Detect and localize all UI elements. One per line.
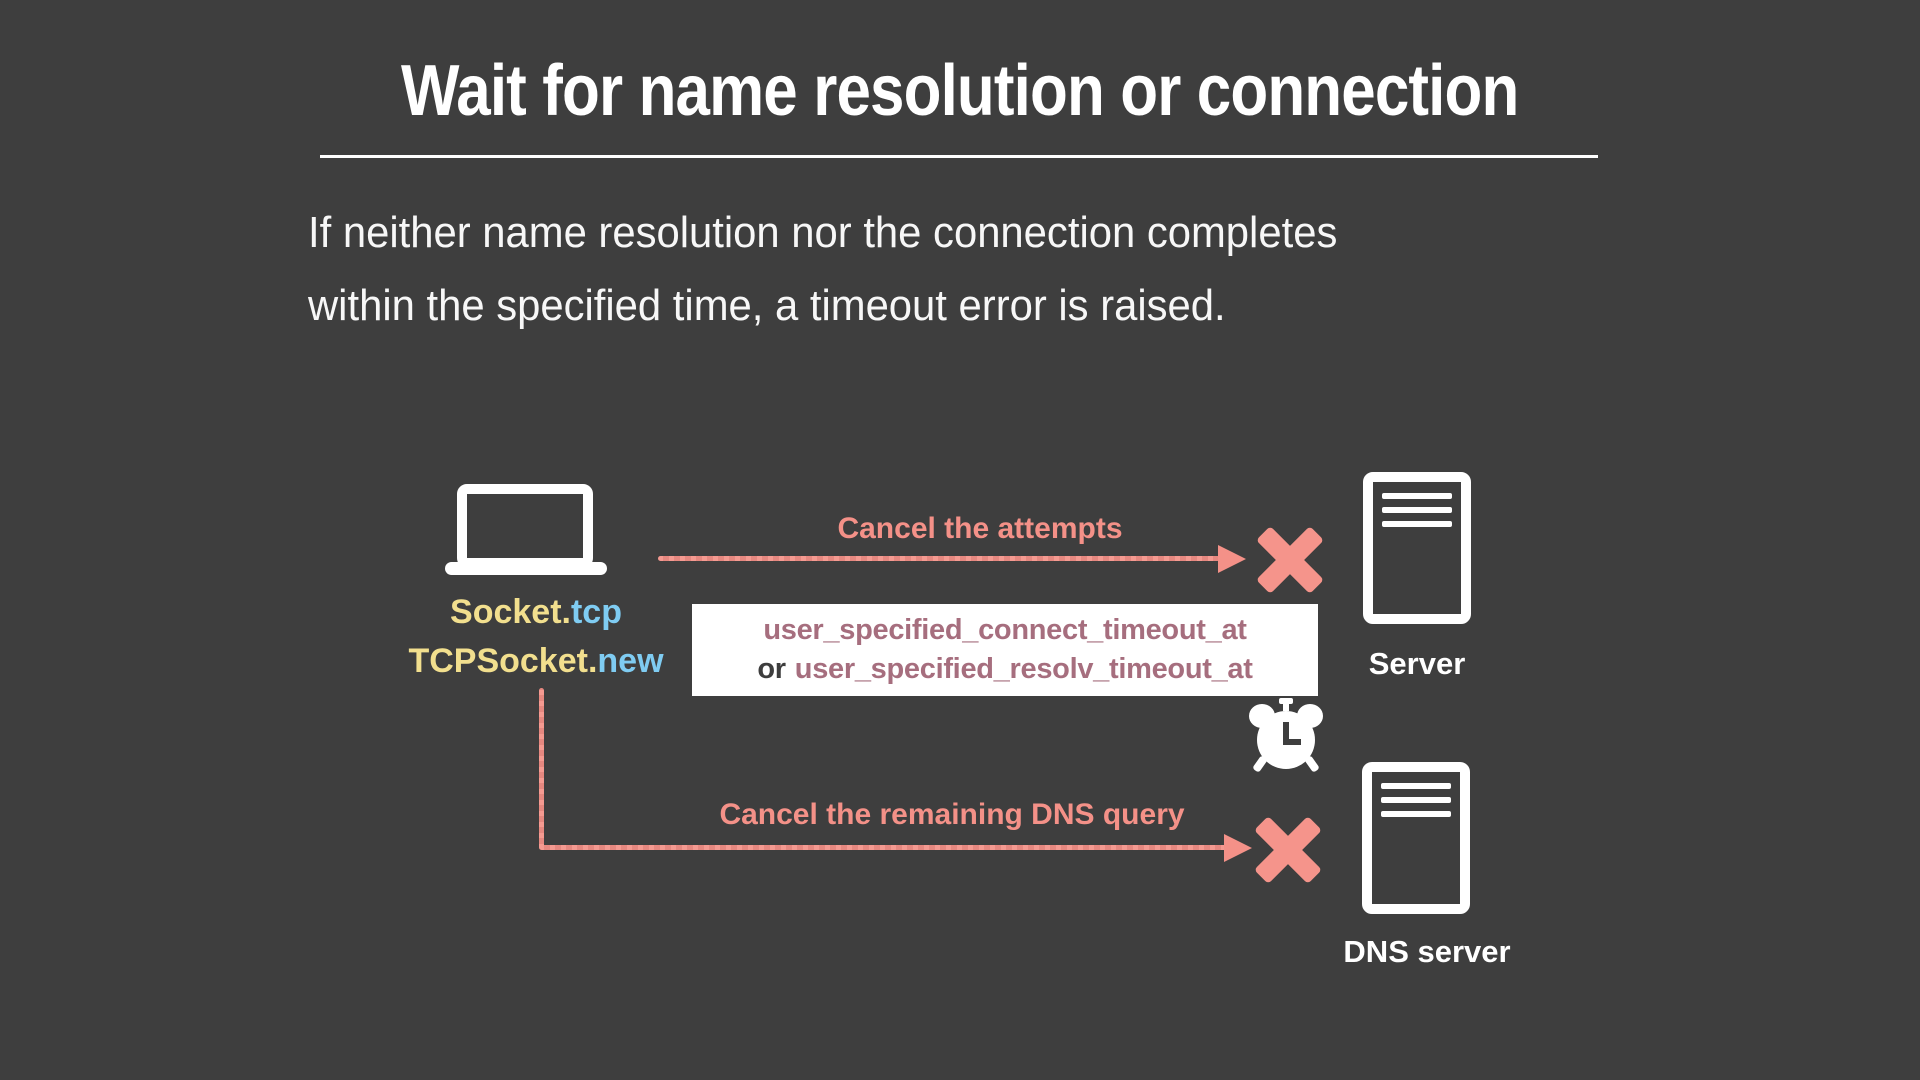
laptop-icon [457, 484, 593, 568]
dns-server-icon [1362, 762, 1470, 914]
alarm-clock-icon [1249, 698, 1323, 772]
code-method-tcp: tcp [570, 593, 622, 631]
body-text-line2: within the specified time, a timeout err… [308, 281, 1226, 330]
page-title-text: Wait for name resolution or connection [401, 51, 1519, 131]
lower-arrow-line [539, 845, 1227, 850]
body-text: If neither name resolution nor the conne… [308, 196, 1337, 342]
page-title: Wait for name resolution or connection [0, 50, 1920, 132]
timeout-box-line1: user_specified_connect_timeout_at [763, 614, 1247, 646]
server-label: Server [1368, 646, 1466, 681]
title-underline [320, 155, 1598, 158]
upper-arrow-label: Cancel the attempts [837, 512, 1123, 545]
timeout-box-line2-value: user_specified_resolv_timeout_at [794, 653, 1253, 685]
code-dot: . [561, 593, 571, 631]
lower-arrow-label: Cancel the remaining DNS query [719, 798, 1185, 831]
code-method-new: new [597, 642, 664, 680]
upper-arrow-right-icon [1218, 545, 1246, 573]
laptop-icon-base [445, 562, 607, 575]
upper-x-mark-icon [1254, 524, 1326, 596]
code-dot: . [587, 642, 598, 680]
lower-arrow-vertical-line [539, 688, 544, 849]
client-code-label: Socket.tcp TCPSocket.new [366, 588, 706, 686]
client-code-line2: TCPSocket.new [366, 637, 706, 686]
dns-server-label: DNS server [1343, 934, 1511, 969]
upper-arrow-line [658, 556, 1220, 561]
code-module-tcpsocket: TCPSocket [408, 642, 588, 680]
code-module-socket: Socket [450, 593, 562, 631]
lower-x-mark-icon [1252, 814, 1324, 886]
lower-arrow-right-icon [1224, 834, 1252, 862]
client-code-line1: Socket.tcp [366, 588, 706, 637]
server-icon [1363, 472, 1471, 624]
timeout-box-or: or [757, 653, 786, 685]
body-text-line1: If neither name resolution nor the conne… [308, 208, 1338, 257]
